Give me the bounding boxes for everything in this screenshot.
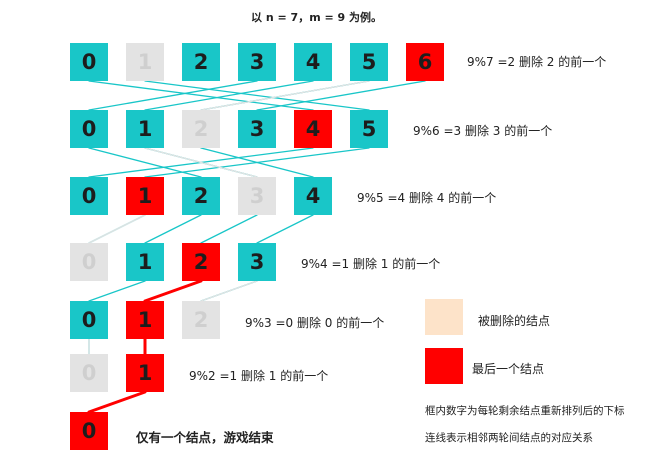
node-r0-c1: 1 [126, 43, 164, 81]
link-r1-2-to-4 [200, 147, 314, 178]
node-r1-c1: 1 [126, 110, 164, 148]
link-r1-0-to-2 [88, 147, 202, 178]
faint-link-r0-2 [200, 80, 370, 111]
row-note-2: 9%5 =4 删除 4 的前一个 [357, 191, 497, 205]
node-r3-c2: 2 [182, 243, 220, 281]
node-r0-c5: 5 [350, 43, 388, 81]
link-r0-6-to-3 [256, 80, 426, 111]
node-r4-c1: 1 [126, 301, 164, 339]
diagram-caption: 以 n = 7，m = 9 为例。 [251, 11, 383, 24]
link-r2-2-to-1 [144, 214, 202, 244]
node-r0-c6: 6 [406, 43, 444, 81]
footnote-index: 框内数字为每轮剩余结点重新排列后的下标 [425, 405, 625, 417]
node-r2-c1: 1 [126, 177, 164, 215]
faint-link-r2-0 [88, 214, 146, 244]
node-r5-c1: 1 [126, 354, 164, 392]
link-r5-1-to-0 [87, 390, 147, 414]
faint-link-r3-2 [200, 280, 258, 302]
row-note-4: 9%3 =0 删除 0 的前一个 [245, 316, 385, 330]
node-r3-c3: 3 [238, 243, 276, 281]
link-r2-4-to-3 [256, 214, 314, 244]
node-r1-c2: 2 [182, 110, 220, 148]
node-r1-c5: 5 [350, 110, 388, 148]
node-r5-c0: 0 [70, 354, 108, 392]
node-r1-c4: 4 [294, 110, 332, 148]
node-r2-c4: 4 [294, 177, 332, 215]
node-r0-c4: 4 [294, 43, 332, 81]
legend-deleted-label: 被删除的结点 [478, 314, 551, 328]
link-r0-3-to-0 [88, 80, 258, 111]
node-r0-c3: 3 [238, 43, 276, 81]
node-r3-c0: 0 [70, 243, 108, 281]
node-r2-c3: 3 [238, 177, 276, 215]
link-r3-2-to-1 [143, 279, 203, 303]
node-r0-c0: 0 [70, 43, 108, 81]
row-note-0: 9%7 =2 删除 2 的前一个 [467, 55, 607, 69]
legend-last-label: 最后一个结点 [472, 362, 545, 376]
node-r6-c0: 0 [70, 412, 108, 450]
row-note-1: 9%6 =3 删除 3 的前一个 [413, 124, 553, 138]
link-r0-0-to-4 [88, 80, 314, 111]
link-r0-1-to-5 [144, 80, 370, 111]
node-r1-c0: 0 [70, 110, 108, 148]
legend-last-swatch [425, 348, 463, 384]
node-r0-c2: 2 [182, 43, 220, 81]
node-r1-c3: 3 [238, 110, 276, 148]
link-r0-4-to-1 [144, 80, 314, 111]
row-note-3: 9%4 =1 删除 1 的前一个 [301, 257, 441, 271]
node-r3-c1: 1 [126, 243, 164, 281]
legend-deleted-swatch [425, 299, 463, 335]
row-note-6: 仅有一个结点，游戏结束 [136, 430, 274, 445]
node-r4-c0: 0 [70, 301, 108, 339]
footnote-links: 连线表示相邻两轮间结点的对应关系 [425, 432, 593, 444]
node-r4-c2: 2 [182, 301, 220, 339]
node-r2-c0: 0 [70, 177, 108, 215]
node-r2-c2: 2 [182, 177, 220, 215]
row-note-5: 9%2 =1 删除 1 的前一个 [189, 369, 329, 383]
link-r3-1-to-0 [88, 280, 146, 302]
faint-link-r1-3 [144, 147, 258, 178]
link-r2-3-to-2 [200, 214, 258, 244]
